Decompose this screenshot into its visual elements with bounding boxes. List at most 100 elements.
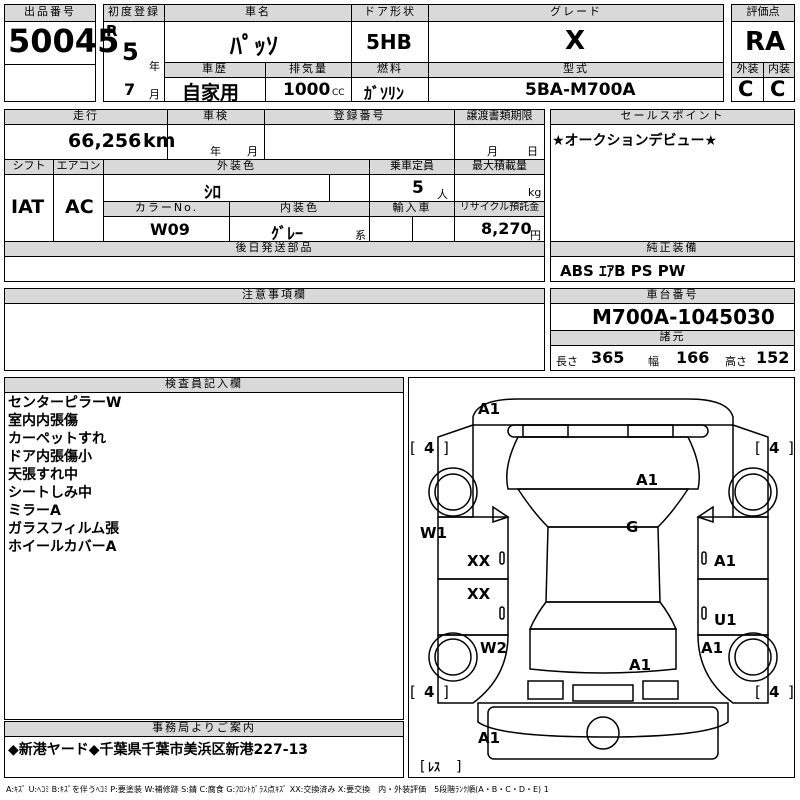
model-code: 5BA-M700A [525, 80, 636, 100]
transfer-deadline-label: 譲渡書類期限 [454, 109, 545, 125]
mark-front-bumper: A1 [478, 400, 501, 418]
month-unit: 月 [149, 88, 160, 101]
displacement-label: 排気量 [265, 62, 352, 78]
spare-tire: ﾚｽ [428, 760, 441, 774]
chassis-number-label: 車台番号 [550, 288, 795, 304]
shift: IAT [11, 196, 45, 218]
note-line: シートしみ中 [8, 485, 92, 501]
tire-front-right: 4 [769, 439, 780, 457]
exterior-color: ｼﾛ [204, 183, 221, 203]
door-type-label: ドア形状 [351, 4, 429, 22]
tire-bracket: ] [788, 439, 794, 457]
later-parts-box [4, 256, 545, 282]
exterior-score: C [738, 77, 754, 101]
door-type: 5HB [366, 30, 412, 54]
inspector-notes-box [4, 392, 404, 720]
note-line: ガラスフィルム張 [8, 521, 120, 537]
note-line: ミラーA [8, 503, 61, 519]
import-label: 輸入車 [369, 201, 455, 217]
inspection-year-unit: 年 [210, 145, 221, 158]
damage-diagram-box [408, 377, 795, 778]
office-notice: ◆新港ヤード◆千葉県千葉市美浜区新港227-13 [8, 742, 309, 758]
mileage-label: 走行 [4, 109, 168, 125]
inspection-label: 車検 [167, 109, 265, 125]
later-parts-label: 後日発送部品 [4, 241, 545, 257]
mark-roof: G [626, 518, 639, 536]
tire-bracket: [ [410, 683, 416, 701]
height: 152 [756, 348, 790, 367]
length-label: 長さ [556, 355, 578, 368]
interior-color-label: 内装色 [229, 201, 370, 217]
mark-trunk: A1 [629, 656, 652, 674]
office-notice-box [4, 736, 404, 778]
displacement: 1000 [283, 80, 331, 100]
transfer-day-unit: 日 [527, 145, 538, 158]
exterior-color-label: 外装色 [103, 159, 370, 175]
interior-score: C [770, 77, 786, 101]
specs-label: 諸元 [550, 330, 795, 346]
seats-label: 乗車定員 [369, 159, 455, 175]
first-registration-label: 初度登録 [103, 4, 165, 22]
car-name: ﾊﾟｯｿ [230, 32, 278, 60]
note-line: 室内内張傷 [8, 413, 78, 429]
mark-right-front-door: A1 [714, 552, 737, 570]
note-line: ホイールカバーA [8, 539, 117, 555]
spare-bracket: ] [456, 759, 461, 775]
mark-hood: A1 [636, 471, 659, 489]
width-label: 幅 [648, 355, 659, 368]
import-divider [412, 216, 413, 242]
mark-left-rear-door: XX [467, 585, 491, 603]
lot-number-label: 出品番号 [4, 4, 96, 22]
interior-score-label: 内装 [763, 62, 795, 78]
exterior-score-label: 外装 [731, 62, 764, 78]
interior-score-box [763, 77, 795, 102]
legend: A:ｷｽﾞ U:ﾍｺﾐ B:ｷｽﾞを伴うﾍｺﾐ P:要塗装 W:補修跡 S:錆 … [6, 785, 549, 794]
equipment-label: 純正装備 [550, 241, 795, 257]
grade-label: グレード [428, 4, 724, 22]
tire-bracket: [ [755, 683, 761, 701]
width: 166 [676, 348, 710, 367]
note-line: センターピラーW [8, 395, 122, 411]
mark-left-front-fender: W1 [420, 524, 447, 542]
registration-year: 5 [122, 38, 139, 66]
exterior-color-divider [329, 174, 330, 202]
history: 自家用 [182, 82, 240, 104]
aircon: AC [65, 196, 94, 218]
interior-color: ｸﾞﾚｰ [271, 224, 304, 243]
car-name-label: 車名 [164, 4, 352, 22]
model-code-box [428, 77, 724, 102]
model-code-label: 型式 [428, 62, 724, 78]
car-damage-diagram: [ ] [ ] [ ] [ ] [ ] [410, 398, 794, 775]
score-label: 評価点 [731, 4, 795, 22]
max-load-unit: kg [528, 186, 542, 199]
sales-point: ★オークションデビュー★ [552, 133, 718, 149]
seats-unit: 人 [437, 188, 448, 201]
mark-right-rear-fender: A1 [701, 639, 724, 657]
displacement-unit: CC [332, 88, 345, 98]
tire-bracket: ] [788, 683, 794, 701]
color-number: W09 [150, 220, 190, 239]
tire-bracket: ] [443, 439, 449, 457]
recycle-fee-label: リサイクル預託金 [454, 201, 545, 217]
lot-blank-box [4, 64, 96, 102]
seats: 5 [412, 178, 424, 198]
mark-rear-bumper: A1 [478, 729, 501, 747]
aircon-label: エアコン [53, 159, 104, 175]
caution-label: 注意事項欄 [4, 288, 545, 304]
history-label: 車歴 [164, 62, 266, 78]
interior-color-unit: 系 [355, 229, 366, 242]
spare-bracket: [ [420, 759, 425, 775]
office-notice-label: 事務局よりご案内 [4, 721, 404, 737]
tire-bracket: ] [443, 683, 449, 701]
sales-point-label: セールスポイント [550, 109, 795, 125]
note-line: カーペットすれ [8, 431, 106, 447]
overall-score: RA [745, 27, 786, 57]
max-load-label: 最大積載量 [454, 159, 545, 175]
equipment: ABS ｴｱB PS PW [560, 262, 686, 280]
mark-left-rear-fender: W2 [480, 639, 507, 657]
inspector-notes: センターピラーW 室内内張傷 カーペットすれ ドア内張傷小 天張すれ中 シートし… [8, 394, 121, 556]
year-unit: 年 [149, 60, 160, 73]
fuel: ｶﾞｿﾘﾝ [364, 84, 405, 103]
mileage: 66,256 [68, 130, 142, 152]
tire-bracket: [ [410, 439, 416, 457]
